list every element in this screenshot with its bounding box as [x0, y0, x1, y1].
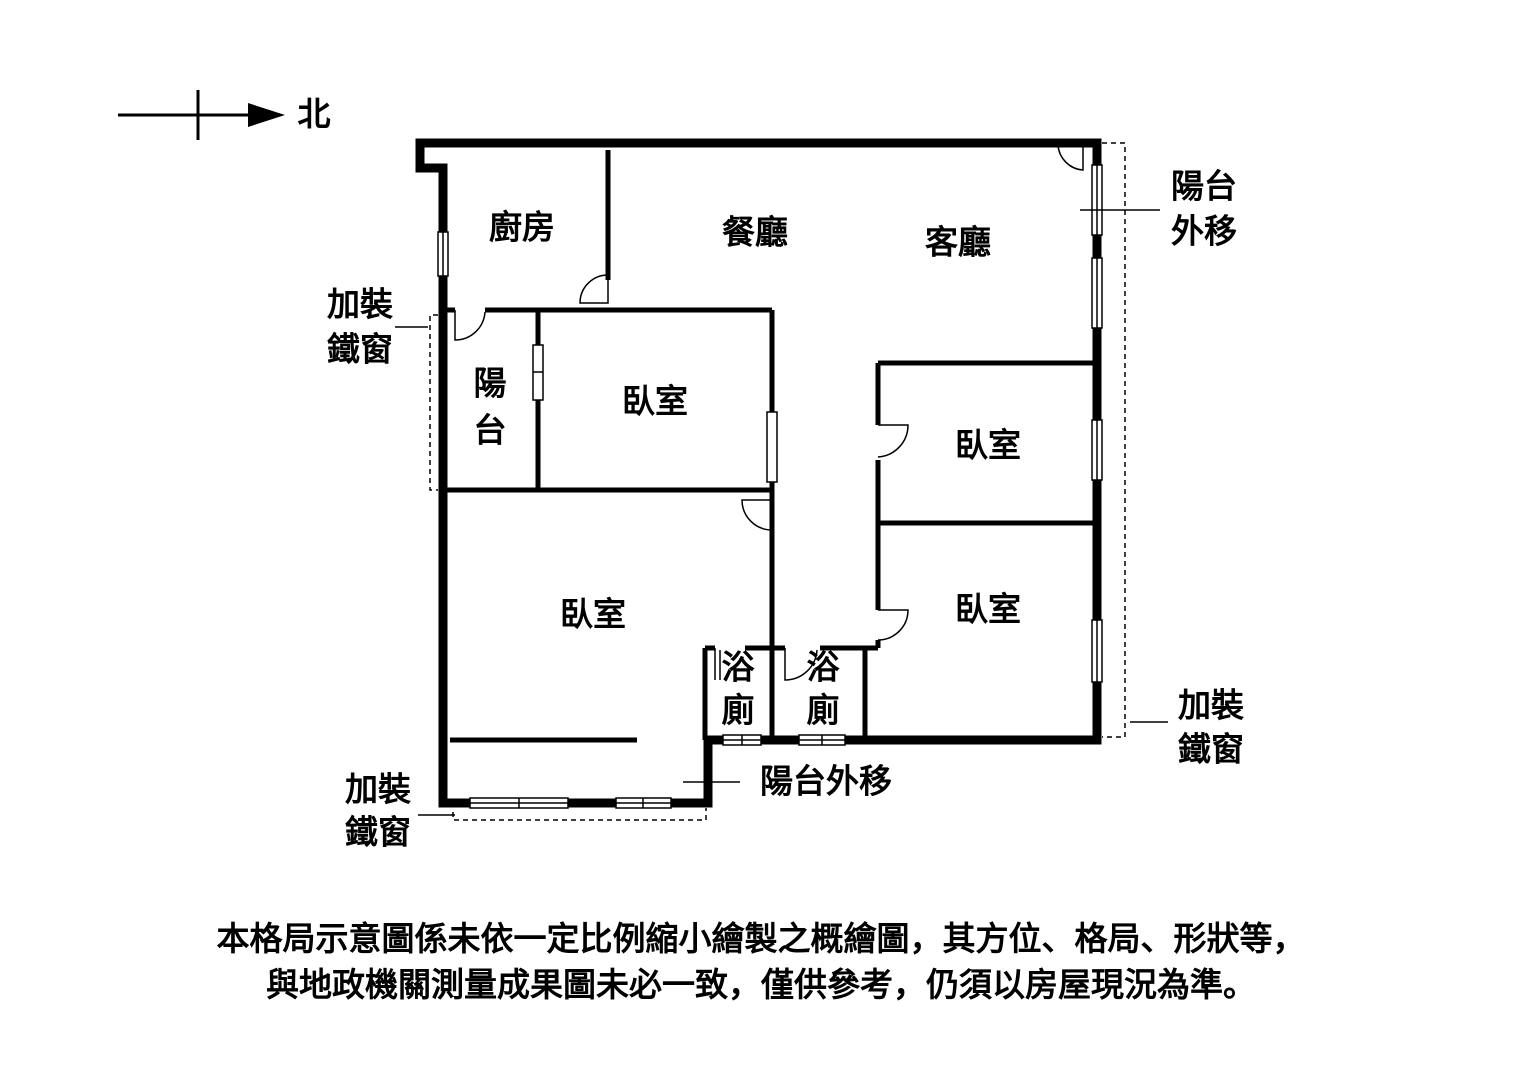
room-bedroom-4: 臥室	[955, 589, 1021, 629]
windows	[437, 164, 1103, 809]
room-balcony-top: 陽	[473, 363, 507, 403]
dashed-boundaries	[429, 142, 1126, 821]
annotation-iron-window-left-1: 加裝	[327, 284, 393, 324]
room-bedroom-1: 臥室	[622, 381, 688, 421]
room-bath-1-top: 浴	[721, 647, 755, 687]
annotation-balcony-moved-right-1: 陽台	[1171, 166, 1237, 206]
room-bath-2-top: 浴	[806, 647, 840, 687]
annotation-iron-window-bottom-2: 鐵窗	[345, 812, 411, 852]
room-kitchen: 廚房	[489, 207, 555, 247]
doors	[454, 143, 1084, 681]
annotation-iron-window-right-1: 加裝	[1178, 685, 1244, 725]
north-arrow-icon	[118, 90, 285, 140]
room-balcony-bottom: 台	[473, 410, 507, 450]
room-living: 客廳	[925, 222, 991, 262]
disclaimer-line-1: 本格局示意圖係未依一定比例縮小繪製之概繪圖，其方位、格局、形狀等，	[216, 919, 1306, 958]
room-bedroom-3: 臥室	[560, 594, 626, 634]
interior-walls	[443, 150, 1097, 743]
north-label: 北	[297, 94, 331, 134]
annotation-iron-window-bottom-1: 加裝	[345, 769, 411, 809]
annotation-iron-window-left-2: 鐵窗	[327, 329, 393, 369]
annotation-balcony-moved-bottom: 陽台外移	[760, 761, 892, 801]
annotation-balcony-moved-right-2: 外移	[1171, 211, 1237, 251]
annotation-iron-window-right-2: 鐵窗	[1178, 729, 1244, 769]
leader-lines	[395, 209, 1168, 816]
room-bath-2-bottom: 廁	[806, 690, 840, 730]
room-bath-1-bottom: 廁	[721, 690, 755, 730]
room-dining: 餐廳	[722, 212, 788, 252]
room-bedroom-2: 臥室	[955, 425, 1021, 465]
outer-walls	[415, 138, 1102, 808]
disclaimer-line-2: 與地政機關測量成果圖未必一致，僅供參考，仍須以房屋現況為準。	[266, 965, 1256, 1004]
